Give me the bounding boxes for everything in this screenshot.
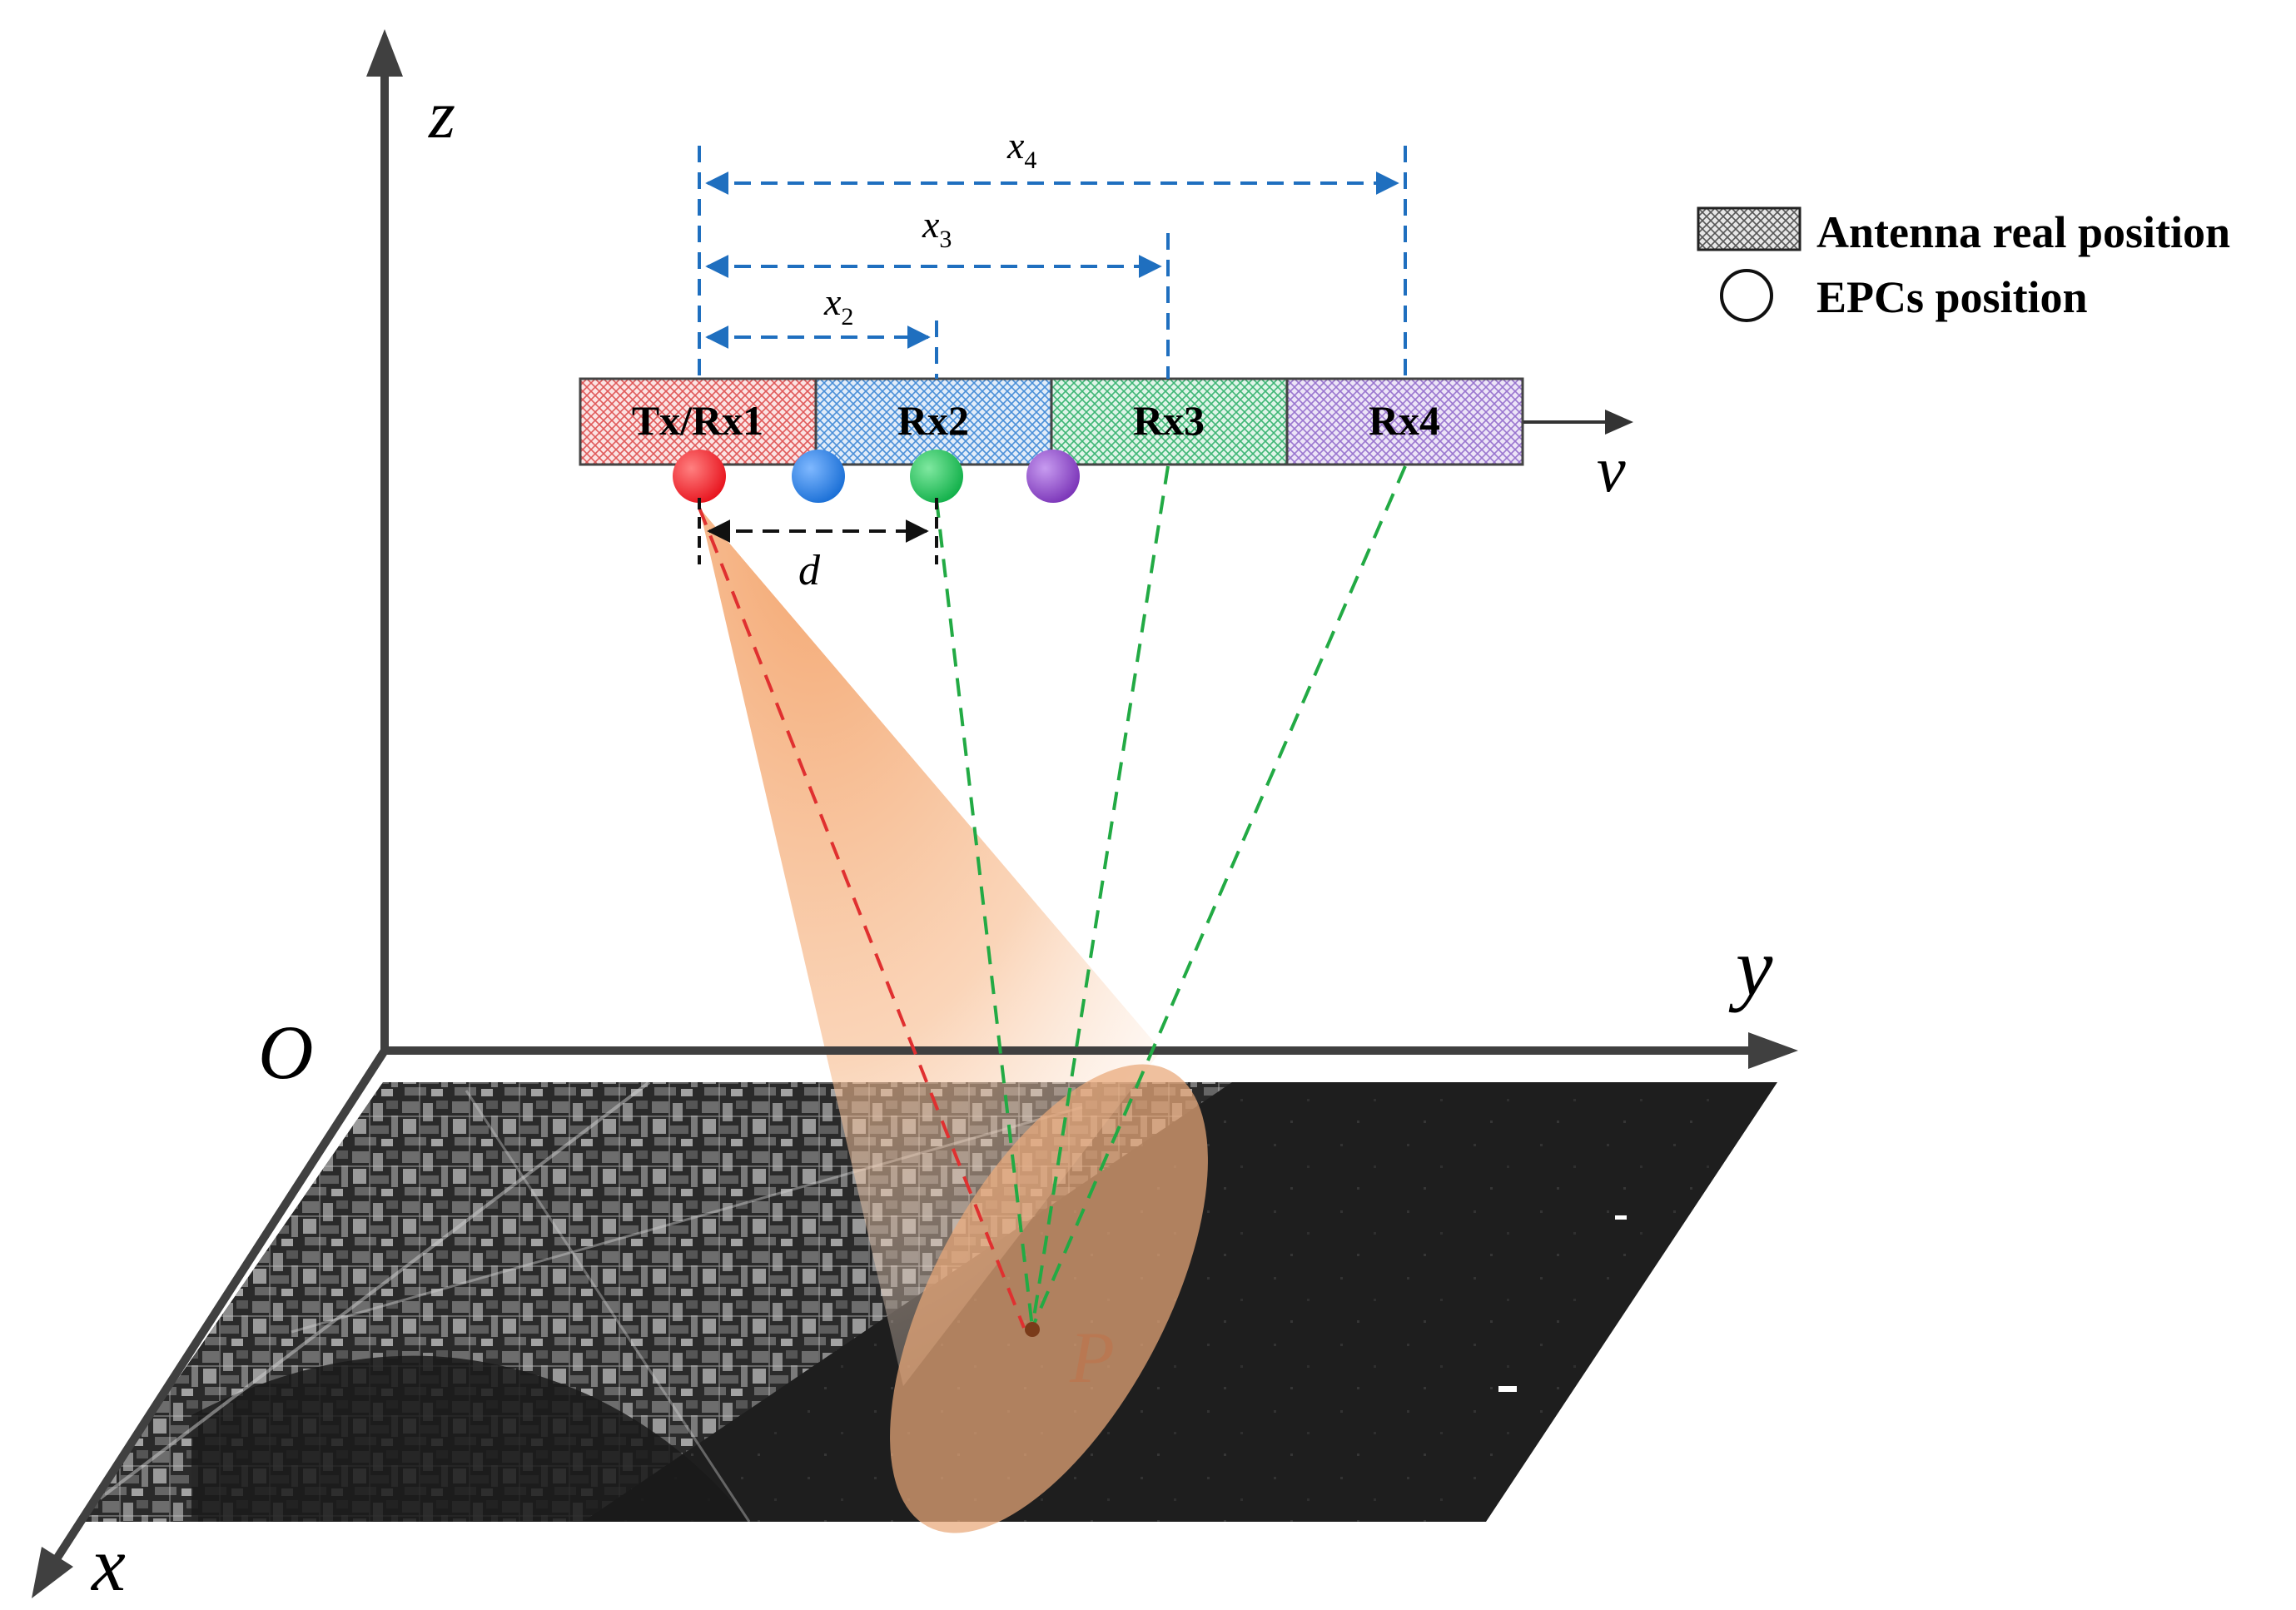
rx4-path (1031, 465, 1407, 1329)
antenna-label-3: Rx3 (1133, 397, 1205, 444)
epc-3 (910, 450, 963, 503)
legend-antenna-label: Antenna real position (1816, 207, 2230, 257)
rx3-path (1031, 465, 1170, 1329)
antenna-rx4 (1285, 377, 1524, 466)
spacing-dimension (698, 498, 938, 564)
distance-label-x2: x2 (823, 281, 853, 330)
velocity-arrow (1523, 410, 1633, 435)
antenna-label-4: Rx4 (1369, 397, 1440, 444)
antenna-rx3 (1050, 377, 1289, 466)
signal-paths (698, 465, 1407, 1329)
legend-antenna-swatch (1697, 206, 1802, 251)
distance-label-x3: x3 (922, 203, 952, 253)
distance-label-x4: x4 (1006, 124, 1036, 174)
velocity-label: v (1597, 433, 1626, 505)
x-axis-label: x (90, 1522, 126, 1607)
origin-label: O (258, 1010, 313, 1095)
y-axis-label: y (1728, 921, 1773, 1013)
legend-epc-swatch (1720, 269, 1773, 322)
rx2-path (935, 499, 1034, 1329)
antenna-label-2: Rx2 (897, 397, 969, 444)
epc-1 (673, 450, 726, 503)
distance-dimensions (698, 146, 1407, 379)
target-label: P (1069, 1318, 1115, 1399)
epc-2 (792, 450, 845, 503)
spacing-label: d (798, 547, 821, 594)
legend: Antenna real position EPCs position (1697, 206, 2230, 322)
z-axis-label: z (428, 77, 455, 152)
epc-4 (1026, 450, 1080, 503)
target-point (1025, 1322, 1040, 1337)
coordinate-axes (32, 29, 1798, 1598)
beam-footprint (890, 1064, 1208, 1533)
antenna-array (579, 377, 1524, 466)
tx-path (698, 507, 1026, 1329)
antenna-label-1: Tx/Rx1 (632, 397, 763, 444)
epc-positions (673, 450, 1080, 503)
legend-epc-label: EPCs position (1816, 272, 2088, 322)
